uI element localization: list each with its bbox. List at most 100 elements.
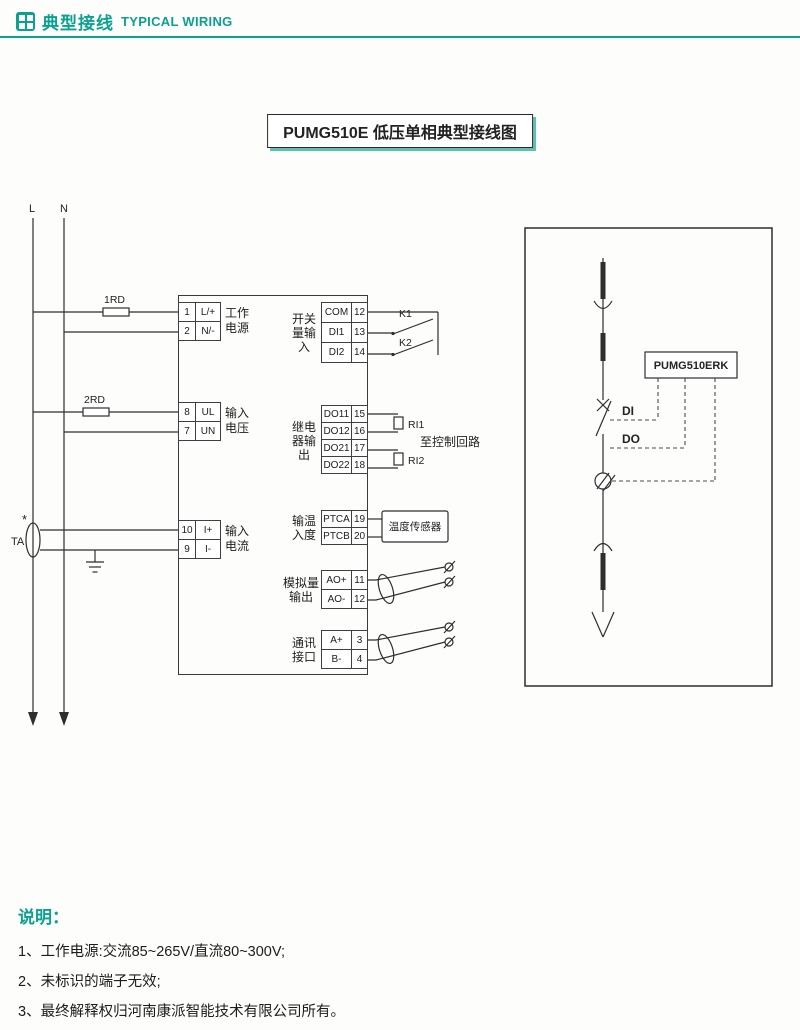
switch-k1-blade: [392, 318, 434, 335]
line-n-arrow: [59, 712, 69, 726]
group-label-power: 工作 电源: [224, 306, 250, 336]
terminal-row: DO21 17: [321, 439, 368, 457]
relay-ri2-label: RI2: [408, 455, 425, 467]
panel-frame: [524, 227, 773, 687]
header-title-zh: 典型接线: [42, 14, 114, 33]
group-label-line: 入: [297, 340, 310, 354]
group-label-current-input: 输入 电流: [224, 524, 250, 554]
terminal-row: DO12 16: [321, 422, 368, 440]
ct-loop: [25, 522, 41, 558]
terminal-name: DI2: [321, 342, 352, 363]
group-label-line: 出: [297, 448, 310, 462]
relay-load-ri2: [393, 452, 404, 466]
terminal-number: 2: [178, 321, 196, 341]
terminal-row: AO- 12: [321, 589, 368, 609]
temperature-input-wiring: 温度传感器: [368, 510, 449, 543]
group-label-voltage-input: 输入 电压: [224, 406, 250, 436]
panel-signal-links: [610, 378, 716, 482]
digital-input-wiring: K1 K2: [368, 308, 439, 357]
terminal-row: A+ 3: [321, 630, 368, 650]
group-label-line: 输温: [291, 514, 316, 528]
feeder-arrow: [591, 611, 615, 638]
notes-section: 说明： 1、工作电源:交流85~265V/直流80~300V; 2、未标识的端子…: [18, 903, 345, 1030]
panel-do-label: DO: [622, 432, 640, 446]
supply-lines: L N: [28, 203, 69, 726]
terminal-row: 9 I-: [178, 539, 221, 559]
group-label-relay-output: 继电 器输 出: [289, 420, 319, 462]
note-item-2: 2、未标识的端子无效;: [18, 974, 161, 990]
terminal-name: N/-: [195, 321, 221, 341]
terminal-name: L/+: [195, 302, 221, 322]
switch-k2-blade: [392, 339, 434, 356]
terminal-group-temperature-input: PTCA 19 PTCB 20: [321, 510, 368, 545]
ct-meter-symbol: [594, 472, 616, 492]
terminal-row: COM 12: [321, 302, 368, 323]
current-transformer: * TA: [11, 512, 178, 558]
terminal-number: 17: [351, 439, 368, 457]
panel-device-name: PUMG510ERK: [654, 360, 729, 372]
terminal-number: 13: [351, 322, 368, 343]
group-label-line: 开关: [291, 312, 316, 326]
terminal-group-relay-output: DO11 15 DO12 16 DO21 17 DO22 18: [321, 405, 368, 474]
relay-load-ri1: [393, 416, 404, 430]
terminal-number: 11: [351, 570, 368, 590]
group-label-line: 入度: [291, 528, 316, 542]
terminal-row: 8 UL: [178, 402, 221, 422]
terminal-row: PTCB 20: [321, 527, 368, 545]
line-l-label: L: [29, 203, 35, 215]
terminal-number: 15: [351, 405, 368, 423]
terminal-group-comm-port: A+ 3 B- 4: [321, 630, 368, 669]
terminal-number: 18: [351, 456, 368, 474]
group-label-line: 模拟量: [282, 576, 319, 590]
single-line-panel: PUMG510ERK DI DO: [524, 227, 773, 687]
group-label-line: 电源: [224, 321, 249, 335]
meter-outline: [178, 295, 368, 675]
terminal-row: DO11 15: [321, 405, 368, 423]
terminal-name: A+: [321, 630, 352, 650]
panel-di-label: DI: [622, 404, 634, 418]
note-item-3: 3、最终解释权归河南康派智能技术有限公司所有。: [18, 1004, 346, 1020]
page-header: 典型接线 TYPICAL WIRING: [16, 9, 233, 34]
terminal-row: 1 L/+: [178, 302, 221, 322]
terminal-name: DO21: [321, 439, 352, 457]
line-l-arrow: [28, 712, 38, 726]
group-label-line: 电流: [224, 539, 249, 553]
temp-sensor-label: 温度传感器: [389, 520, 442, 533]
terminal-name: DO22: [321, 456, 352, 474]
terminal-group-power: 1 L/+ 2 N/-: [178, 302, 221, 341]
terminal-name: I+: [195, 520, 221, 540]
terminal-row: 2 N/-: [178, 321, 221, 341]
diagram-title: PUMG510E 低压单相典型接线图: [267, 114, 533, 148]
brand-icon: [16, 12, 35, 31]
group-label-analog-output: 模拟量 输出: [281, 576, 321, 604]
group-label-line: 输入: [224, 406, 249, 420]
terminal-number: 14: [351, 342, 368, 363]
panel-device-box: [644, 351, 738, 379]
group-label-line: 量输: [291, 326, 316, 340]
terminal-name: UN: [195, 421, 221, 441]
drawout-contact-top: [593, 300, 613, 310]
group-label-line: 输出: [288, 590, 313, 604]
group-label-comm-port: 通讯 接口: [289, 636, 319, 664]
relay-ri1-label: RI1: [408, 419, 425, 431]
power-input-wiring: 1RD: [33, 294, 178, 333]
terminal-row: PTCA 19: [321, 510, 368, 528]
terminal-number: 12: [351, 589, 368, 609]
group-label-line: 接口: [291, 650, 316, 664]
terminal-row: DO22 18: [321, 456, 368, 474]
terminal-name: DI1: [321, 322, 352, 343]
terminal-name: DO11: [321, 405, 352, 423]
header-title-en: TYPICAL WIRING: [121, 14, 233, 29]
terminal-number: 9: [178, 539, 196, 559]
notes-heading: 说明：: [18, 908, 69, 927]
relay-output-wiring: RI1 RI2 至控制回路: [368, 413, 480, 469]
terminal-group-current-input: 10 I+ 9 I-: [178, 520, 221, 559]
terminal-name: PTCA: [321, 510, 352, 528]
group-label-line: 通讯: [291, 636, 316, 650]
cable-shield: [377, 633, 395, 665]
group-label-line: 器输: [291, 434, 316, 448]
terminal-name: B-: [321, 649, 352, 669]
cable-shield: [377, 573, 395, 605]
